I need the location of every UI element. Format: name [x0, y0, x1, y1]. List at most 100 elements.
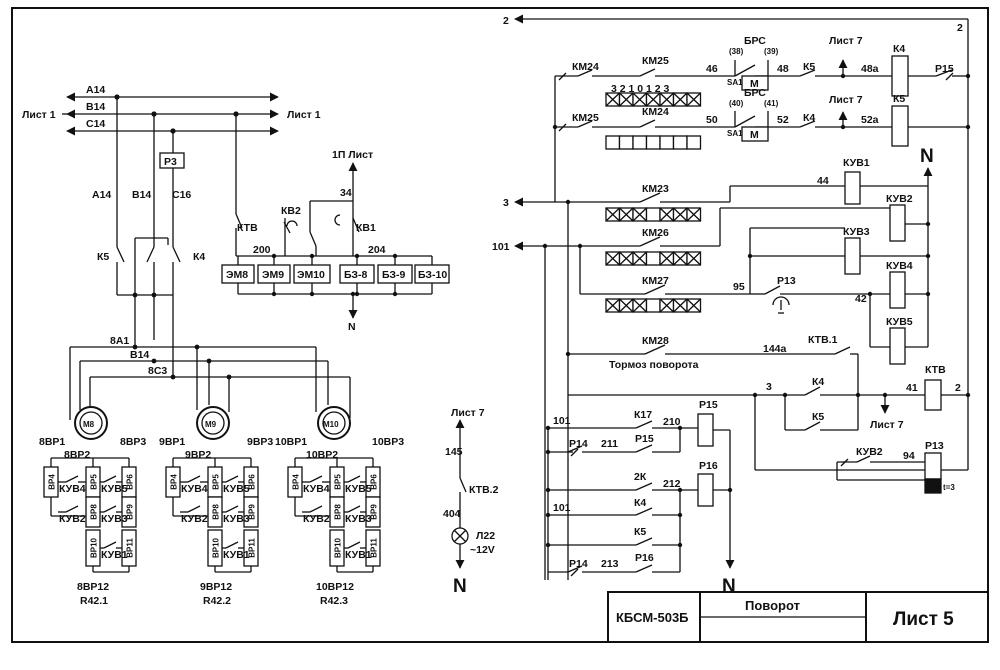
label-r422: R42.2	[203, 595, 231, 607]
label-ktv2: КТВ.2	[469, 484, 499, 496]
resistor-label: ВР10	[90, 537, 99, 558]
label-n-left: N	[348, 321, 356, 333]
label-w144a: 144а	[763, 343, 787, 355]
resistor-label: ВР9	[370, 504, 379, 520]
resistor-label: ВР10	[334, 537, 343, 558]
coil-kuv3	[844, 237, 861, 275]
doc-code: КБСМ-503Б	[616, 610, 689, 625]
label-l22: Л22	[476, 530, 495, 542]
label-brs-top: БРС	[744, 35, 766, 47]
contact-label: КУВ5	[223, 483, 250, 495]
position-block-row	[605, 207, 702, 222]
label-w42: 42	[855, 293, 867, 305]
brake-control	[221, 114, 450, 319]
label-kuv5-r: КУВ5	[886, 316, 913, 328]
label-k4-coil: К4	[893, 43, 905, 55]
position-cell	[686, 135, 702, 150]
position-block-row	[605, 135, 702, 150]
label-k4-brake: К4	[812, 376, 824, 388]
label-km24: КМ24	[572, 61, 599, 73]
label-p14-b: Р14	[569, 558, 588, 570]
label-c16: С16	[172, 189, 191, 201]
label-c40: (40)	[729, 99, 744, 108]
position-block-row	[605, 251, 702, 266]
label-r421: R42.1	[80, 595, 108, 607]
label-w41: 41	[906, 382, 918, 394]
contact-label: КУВ1	[345, 549, 372, 561]
label-k4-left: К4	[193, 251, 205, 263]
contact-label: КУВ1	[101, 549, 128, 561]
label-k5-row: К5	[803, 61, 815, 73]
position-cell	[605, 135, 621, 150]
label-w101-b: 101	[553, 502, 571, 514]
resistor-label: ВР11	[370, 538, 379, 558]
label-k5-ladder: К5	[634, 526, 646, 538]
label-8vr12: 8ВР12	[77, 581, 109, 593]
label-m8: М8	[83, 420, 95, 429]
position-block-row	[605, 298, 702, 313]
label-c41: (41)	[764, 99, 779, 108]
label-p16-contact: Р16	[635, 552, 654, 564]
resistor-label: ВР11	[126, 538, 135, 558]
relay-ladder	[545, 413, 735, 580]
coil-p13	[924, 452, 942, 480]
coil-kuv1	[844, 171, 861, 205]
label-k4-ladder: К4	[634, 497, 646, 509]
label-sheet1-left: Лист 1	[22, 109, 56, 121]
label-9vr12: 9ВР12	[200, 581, 232, 593]
label-sheet7-c: Лист 7	[870, 419, 904, 431]
position-cell	[672, 135, 688, 150]
label-em9: ЭМ9	[262, 269, 284, 281]
label-b14-motor: В14	[130, 349, 149, 361]
label-w94: 94	[903, 450, 915, 462]
contact-label: КУВ3	[345, 513, 372, 525]
label-bz8: БЗ-8	[344, 269, 367, 281]
position-cell	[645, 135, 661, 150]
label-w52: 52	[777, 114, 789, 126]
position-cell	[645, 251, 661, 266]
label-sa1-bottom: SA1	[727, 129, 743, 138]
label-km28: КМ28	[642, 335, 669, 347]
contact-label: КУВ4	[181, 483, 208, 495]
position-blocks	[605, 92, 702, 313]
label-w95: 95	[733, 281, 745, 293]
coil-k4	[891, 55, 909, 97]
label-8c3: 8С3	[148, 365, 167, 377]
label-p15-coil: Р15	[699, 399, 718, 411]
label-a14-feed: А14	[92, 189, 111, 201]
label-kuv3-r: КУВ3	[843, 226, 870, 238]
contact-label: КУВ1	[223, 549, 250, 561]
label-sheet7-a: Лист 7	[829, 35, 863, 47]
label-kv1: КВ1	[356, 222, 376, 234]
coil-kuv2	[889, 204, 906, 242]
label-w48a: 48а	[861, 63, 879, 75]
label-n2-right: 2	[957, 22, 963, 34]
label-sheet7-lamp: Лист 7	[451, 407, 485, 419]
sheet-frame	[11, 7, 989, 643]
label-km24-b: КМ24	[642, 106, 669, 118]
label-p16-coil: Р16	[699, 460, 718, 472]
label-12v: ~12V	[470, 544, 495, 556]
label-w145: 145	[445, 446, 463, 458]
label-em8: ЭМ8	[226, 269, 248, 281]
label-n-right: N	[920, 146, 934, 167]
label-w211: 211	[601, 438, 618, 450]
label-1p-sheet: 1П Лист	[332, 149, 373, 161]
label-w210: 210	[663, 416, 681, 428]
resistor-label: ВР8	[334, 504, 343, 520]
label-bz10: БЗ-10	[418, 269, 447, 281]
position-cell	[632, 135, 648, 150]
relay-p3-box	[159, 152, 185, 169]
label-9vr3: 9ВР3	[247, 436, 273, 448]
label-n101: 101	[492, 241, 510, 253]
feed-lines	[116, 97, 185, 242]
label-p13-contact: Р13	[777, 275, 796, 287]
coil-p13-timer	[924, 478, 942, 494]
motor-m9	[196, 406, 230, 440]
title-block	[607, 591, 989, 643]
motor-m8	[74, 406, 108, 440]
